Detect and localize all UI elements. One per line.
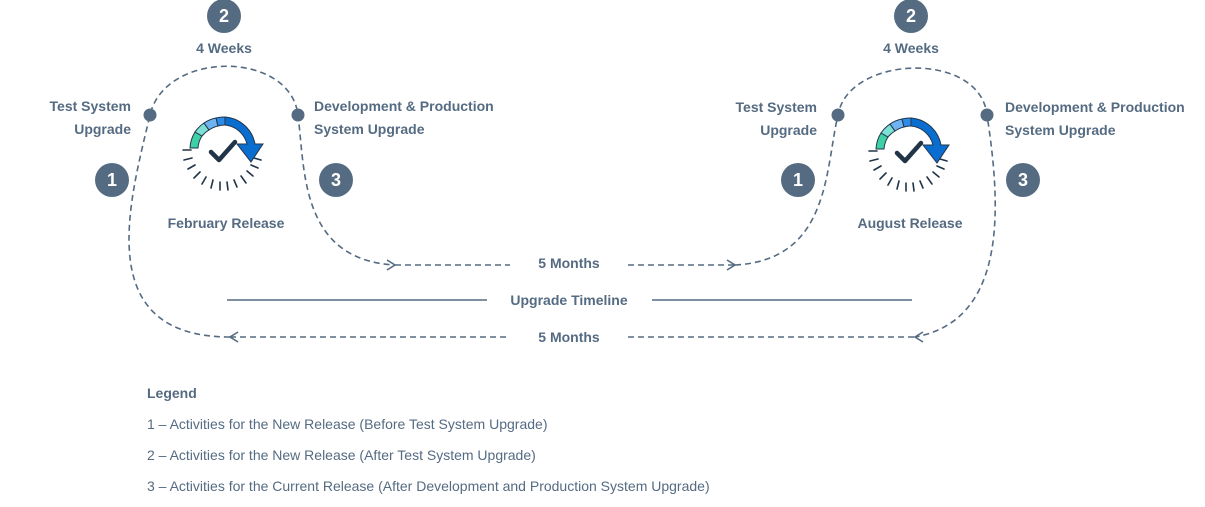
august-prod-upgrade-dot — [980, 108, 994, 122]
august-upgrade-gauge-check-icon — [869, 118, 949, 191]
august-test-upgrade-label-line1: Test System — [736, 99, 817, 115]
legend-title: Legend — [147, 385, 197, 401]
arrow-return-left — [228, 331, 239, 343]
august-duration-label: 4 Weeks — [883, 40, 939, 56]
arrow-return-right — [913, 331, 924, 343]
svg-text:1: 1 — [793, 170, 803, 190]
february-upgrade-gauge-check-icon — [183, 117, 263, 190]
february-loop-path — [128, 65, 396, 338]
february-test-upgrade-dot — [143, 108, 157, 122]
svg-text:3: 3 — [331, 170, 341, 190]
svg-text:3: 3 — [1018, 170, 1028, 190]
forward-duration-label: 5 Months — [538, 255, 600, 271]
february-prod-upgrade-label-line2: System Upgrade — [314, 121, 425, 137]
august-prod-upgrade-label-line1: Development & Production — [1005, 99, 1185, 115]
august-loop-path — [734, 67, 997, 338]
return-duration-label: 5 Months — [538, 329, 600, 345]
february-badge-1: 1 — [95, 163, 129, 197]
svg-text:1: 1 — [107, 170, 117, 190]
arrow-forward-right — [726, 259, 737, 271]
legend-item-1: 1 – Activities for the New Release (Befo… — [147, 416, 548, 432]
svg-text:2: 2 — [219, 6, 229, 26]
february-badge-2: 2 — [207, 0, 241, 33]
august-test-upgrade-dot — [831, 108, 845, 122]
february-badge-3: 3 — [319, 163, 353, 197]
february-release-name: February Release — [168, 215, 285, 231]
february-prod-upgrade-dot — [291, 108, 305, 122]
february-prod-upgrade-label-line1: Development & Production — [314, 98, 494, 114]
legend: Legend 1 – Activities for the New Releas… — [147, 383, 847, 507]
legend-item-3: 3 – Activities for the Current Release (… — [147, 478, 710, 494]
august-badge-2: 2 — [894, 0, 928, 33]
february-duration-label: 4 Weeks — [196, 40, 252, 56]
legend-item-2: 2 – Activities for the New Release (Afte… — [147, 447, 536, 463]
february-test-upgrade-label-line1: Test System — [50, 98, 131, 114]
august-test-upgrade-label-line2: Upgrade — [760, 122, 817, 138]
august-badge-1: 1 — [781, 163, 815, 197]
february-test-upgrade-label-line2: Upgrade — [74, 121, 131, 137]
svg-text:2: 2 — [906, 6, 916, 26]
arrow-forward-left — [386, 259, 397, 271]
upgrade-timeline-label: Upgrade Timeline — [510, 292, 627, 308]
august-prod-upgrade-label-line2: System Upgrade — [1005, 122, 1116, 138]
august-badge-3: 3 — [1006, 163, 1040, 197]
august-release-name: August Release — [857, 215, 962, 231]
